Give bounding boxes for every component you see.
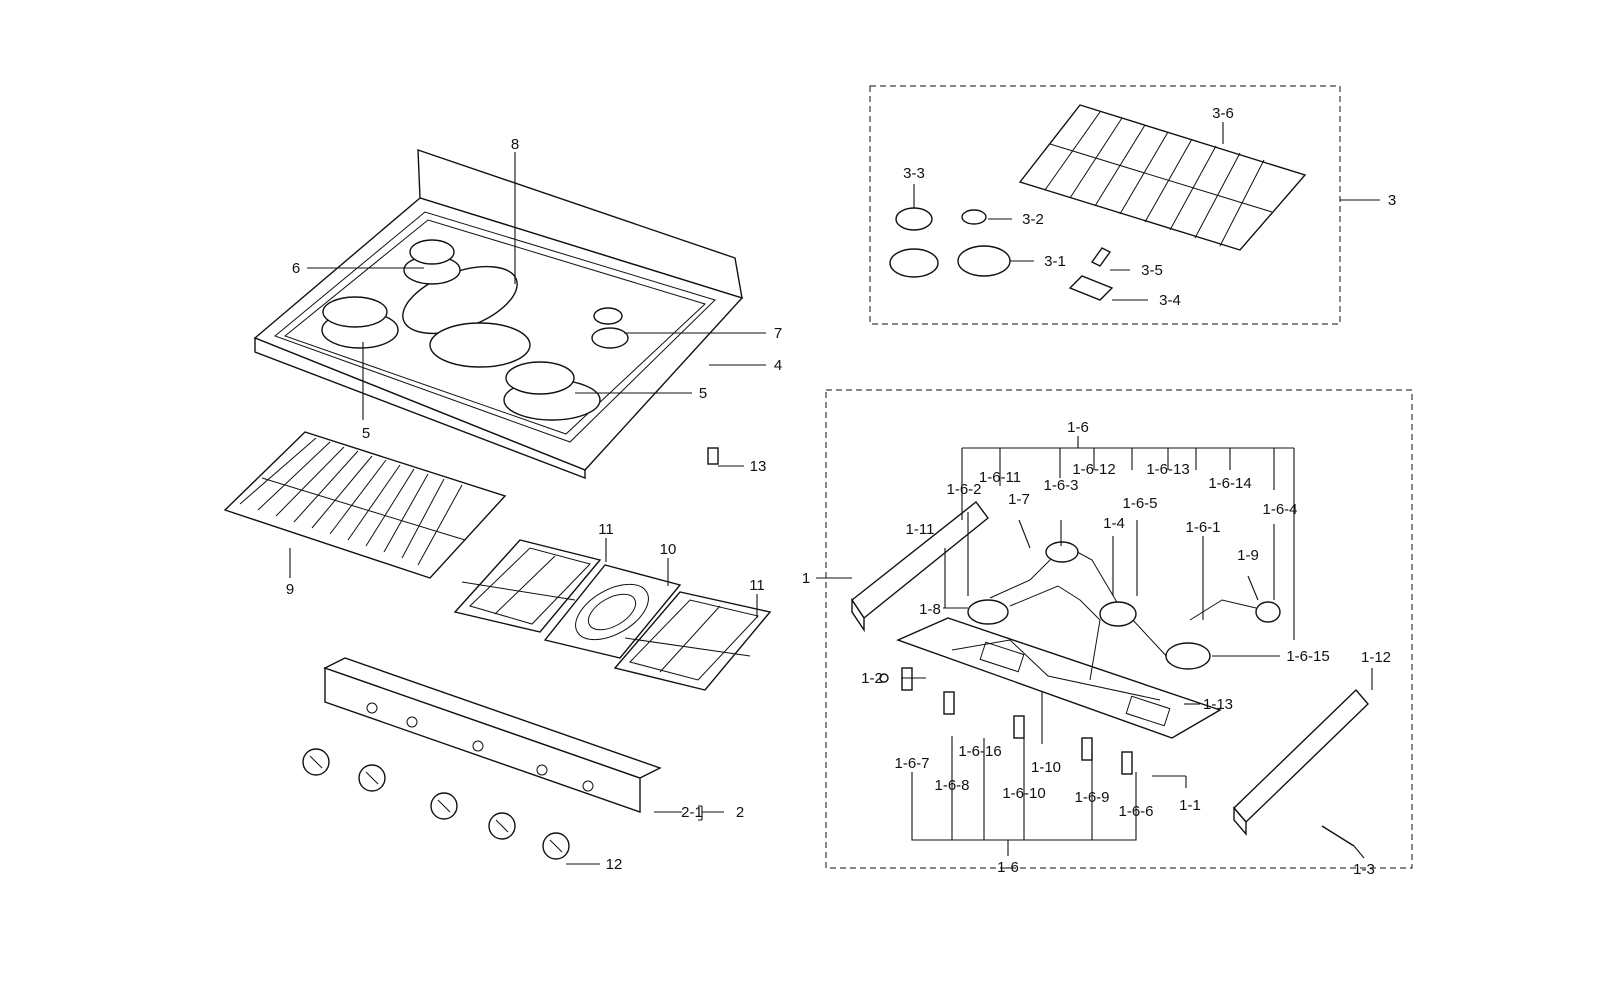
label-1-6-9: 1-6-9 (1074, 789, 1109, 806)
label-cooktop: 4 (774, 357, 782, 374)
manifold-assy-box (825, 389, 1413, 869)
label-1-3: 1-3 (1353, 861, 1375, 878)
label-kit-cap-3-1: 3-1 (1044, 253, 1066, 270)
label-knobs: 12 (606, 856, 623, 873)
label-valve-assy-top: 1-6 (1067, 419, 1089, 436)
label-1-6-1: 1-6-1 (1185, 519, 1220, 536)
grate-right (613, 591, 772, 691)
label-kit-screws: 3-4 (1159, 292, 1181, 309)
clip (707, 447, 719, 465)
label-kit-cap-3-3: 3-3 (903, 165, 925, 182)
burner-left-rear (403, 239, 461, 285)
label-1-13: 1-13 (1203, 696, 1233, 713)
grate-center (543, 564, 682, 659)
knobs (302, 748, 570, 860)
knob (430, 792, 458, 820)
label-grate-center: 10 (660, 541, 677, 558)
label-1-6-13: 1-6-13 (1146, 461, 1189, 478)
label-accessory-kit: 3 (1388, 192, 1396, 209)
label-grate-left: 11 (598, 521, 614, 538)
label-1-6-15: 1-6-15 (1286, 648, 1329, 665)
knob (302, 748, 330, 776)
label-oven-rack: 9 (286, 581, 294, 598)
label-1-6-14: 1-6-14 (1208, 475, 1251, 492)
label-burner-right-rear: 7 (774, 325, 782, 342)
label-1-6-2: 1-6-2 (946, 481, 981, 498)
label-manifold-assy: 1 (802, 570, 810, 587)
label-control-panel: 2-1 (681, 804, 703, 821)
label-1-4: 1-4 (1103, 515, 1125, 532)
grate-left (453, 539, 602, 633)
label-1-8: 1-8 (919, 601, 941, 618)
label-1-6-8: 1-6-8 (934, 777, 969, 794)
label-1-6-10: 1-6-10 (1002, 785, 1045, 802)
label-1-7: 1-7 (1008, 491, 1030, 508)
cooktop (253, 149, 744, 480)
label-grate-right: 11 (749, 577, 765, 594)
label-1-11: 1-11 (906, 521, 935, 538)
accessory-kit-box (869, 85, 1341, 325)
label-1-6-16: 1-6-16 (958, 743, 1001, 760)
label-1-6-7: 1-6-7 (894, 755, 929, 772)
leader-lines (289, 122, 1380, 865)
label-1-6-3: 1-6-3 (1043, 477, 1078, 494)
control-panel (323, 657, 662, 813)
label-1-6-5: 1-6-5 (1122, 495, 1157, 512)
label-1-6-11: 1-6-11 (979, 469, 1021, 486)
knob (358, 764, 386, 792)
label-1-1: 1-1 (1179, 797, 1201, 814)
label-burner-left-rear: 6 (292, 260, 300, 277)
label-1-10: 1-10 (1031, 759, 1061, 776)
label-clip: 13 (750, 458, 767, 475)
label-center-panel: 8 (511, 136, 519, 153)
label-burner-left-front: 5 (362, 425, 370, 442)
label-kit-cap-3-2: 3-2 (1022, 211, 1044, 228)
label-kit-rack: 3-6 (1212, 105, 1234, 122)
label-valve-assy-bottom: 1-6 (997, 859, 1019, 876)
label-kit-bracket: 3-5 (1141, 262, 1163, 279)
burner-left-front (321, 296, 399, 349)
knob (542, 832, 570, 860)
label-1-2: 1-2 (861, 670, 883, 687)
label-control-panel-assy: 2 (736, 804, 744, 821)
knob (488, 812, 516, 840)
burner-right-front (503, 361, 601, 421)
label-1-6-12: 1-6-12 (1072, 461, 1115, 478)
label-burner-right-front: 5 (699, 385, 707, 402)
oven-rack (223, 431, 507, 579)
labels: 8 6 7 4 5 5 9 11 10 11 13 2-1 2 12 3-6 3… (286, 105, 1396, 878)
burner-right-rear (591, 307, 629, 349)
label-1-6-6: 1-6-6 (1118, 803, 1153, 820)
label-1-9: 1-9 (1237, 547, 1259, 564)
label-1-6-4: 1-6-4 (1262, 501, 1297, 518)
label-1-12: 1-12 (1361, 649, 1391, 666)
